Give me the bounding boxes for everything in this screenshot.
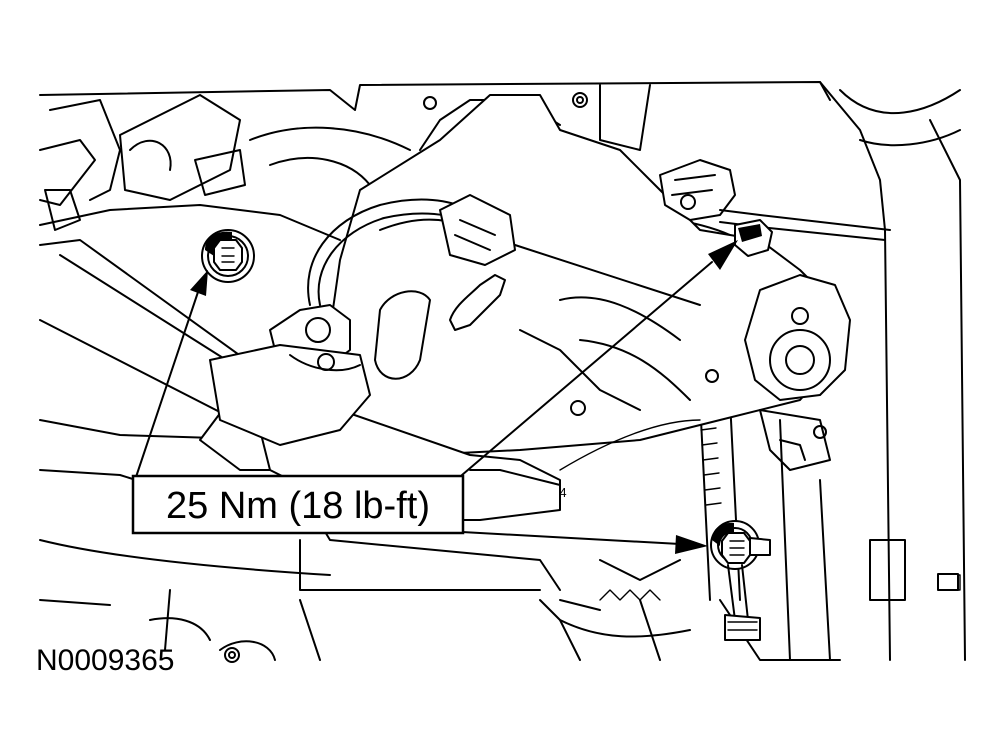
arrowhead-left-nut [190, 270, 208, 296]
part-number-marker: 4 [559, 485, 566, 500]
figure-id-label: N0009365 [36, 644, 174, 677]
cable-pulley [744, 274, 851, 471]
torque-callout: 25 Nm (18 lb-ft) [131, 474, 465, 535]
torque-callout-box [131, 474, 465, 535]
upper-right-mounting-nut [734, 219, 773, 257]
leader-line-left-nut [134, 291, 199, 481]
arrowhead-upper-nut [708, 240, 738, 270]
torque-spec-label: 25 Nm (18 lb-ft) [166, 485, 430, 527]
lower-mounting-nut [710, 520, 771, 641]
leader-line-lower-nut [461, 531, 681, 545]
leader-line-upper-nut [461, 261, 713, 476]
arrowhead-lower-nut [675, 535, 708, 554]
leader-lines [134, 240, 738, 554]
pivot-assembly [209, 194, 701, 446]
left-mounting-nut [201, 229, 255, 283]
small-fasteners [224, 92, 959, 663]
